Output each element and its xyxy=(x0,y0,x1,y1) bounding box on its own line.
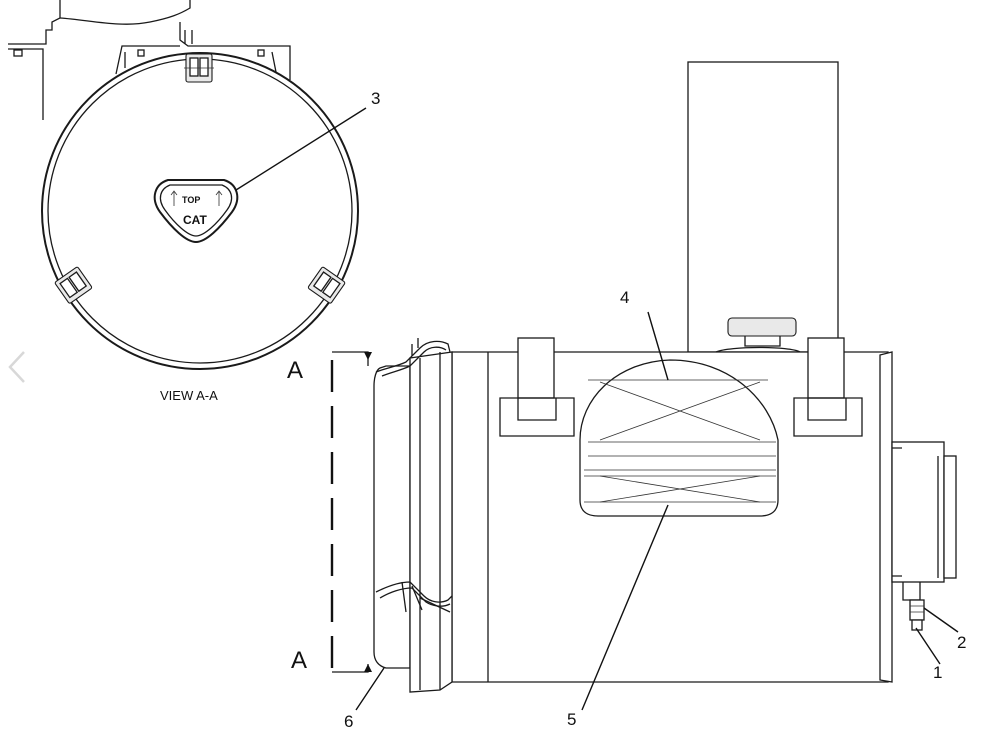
section-mark-bottom: A xyxy=(291,647,307,674)
callout-5: 5 xyxy=(567,710,576,729)
outlet-tube xyxy=(891,441,957,601)
latch-left xyxy=(54,266,93,304)
callout-2: 2 xyxy=(957,633,966,652)
air-cleaner-side-view: A A 4 5 6 2 1 xyxy=(287,61,966,731)
latch-top xyxy=(184,53,214,83)
decal-top-text: TOP xyxy=(182,195,200,205)
callout-1: 1 xyxy=(933,663,942,682)
drain-fitting xyxy=(909,599,925,631)
latch-right xyxy=(307,266,346,304)
callout-6: 6 xyxy=(344,712,353,731)
section-mark-top: A xyxy=(287,357,303,384)
decal-cat-logo: CAT xyxy=(183,213,207,227)
view-a-a-drawing: TOP CAT 3 VIEW A-A xyxy=(8,0,380,403)
top-decal: TOP CAT xyxy=(153,179,239,244)
cover-assembly xyxy=(373,338,453,693)
view-label: VIEW A-A xyxy=(160,388,218,403)
filter-element-cutaway xyxy=(579,359,779,517)
callout-3: 3 xyxy=(371,89,380,108)
callout-4: 4 xyxy=(620,288,629,307)
chevron-left-icon[interactable] xyxy=(8,351,25,383)
